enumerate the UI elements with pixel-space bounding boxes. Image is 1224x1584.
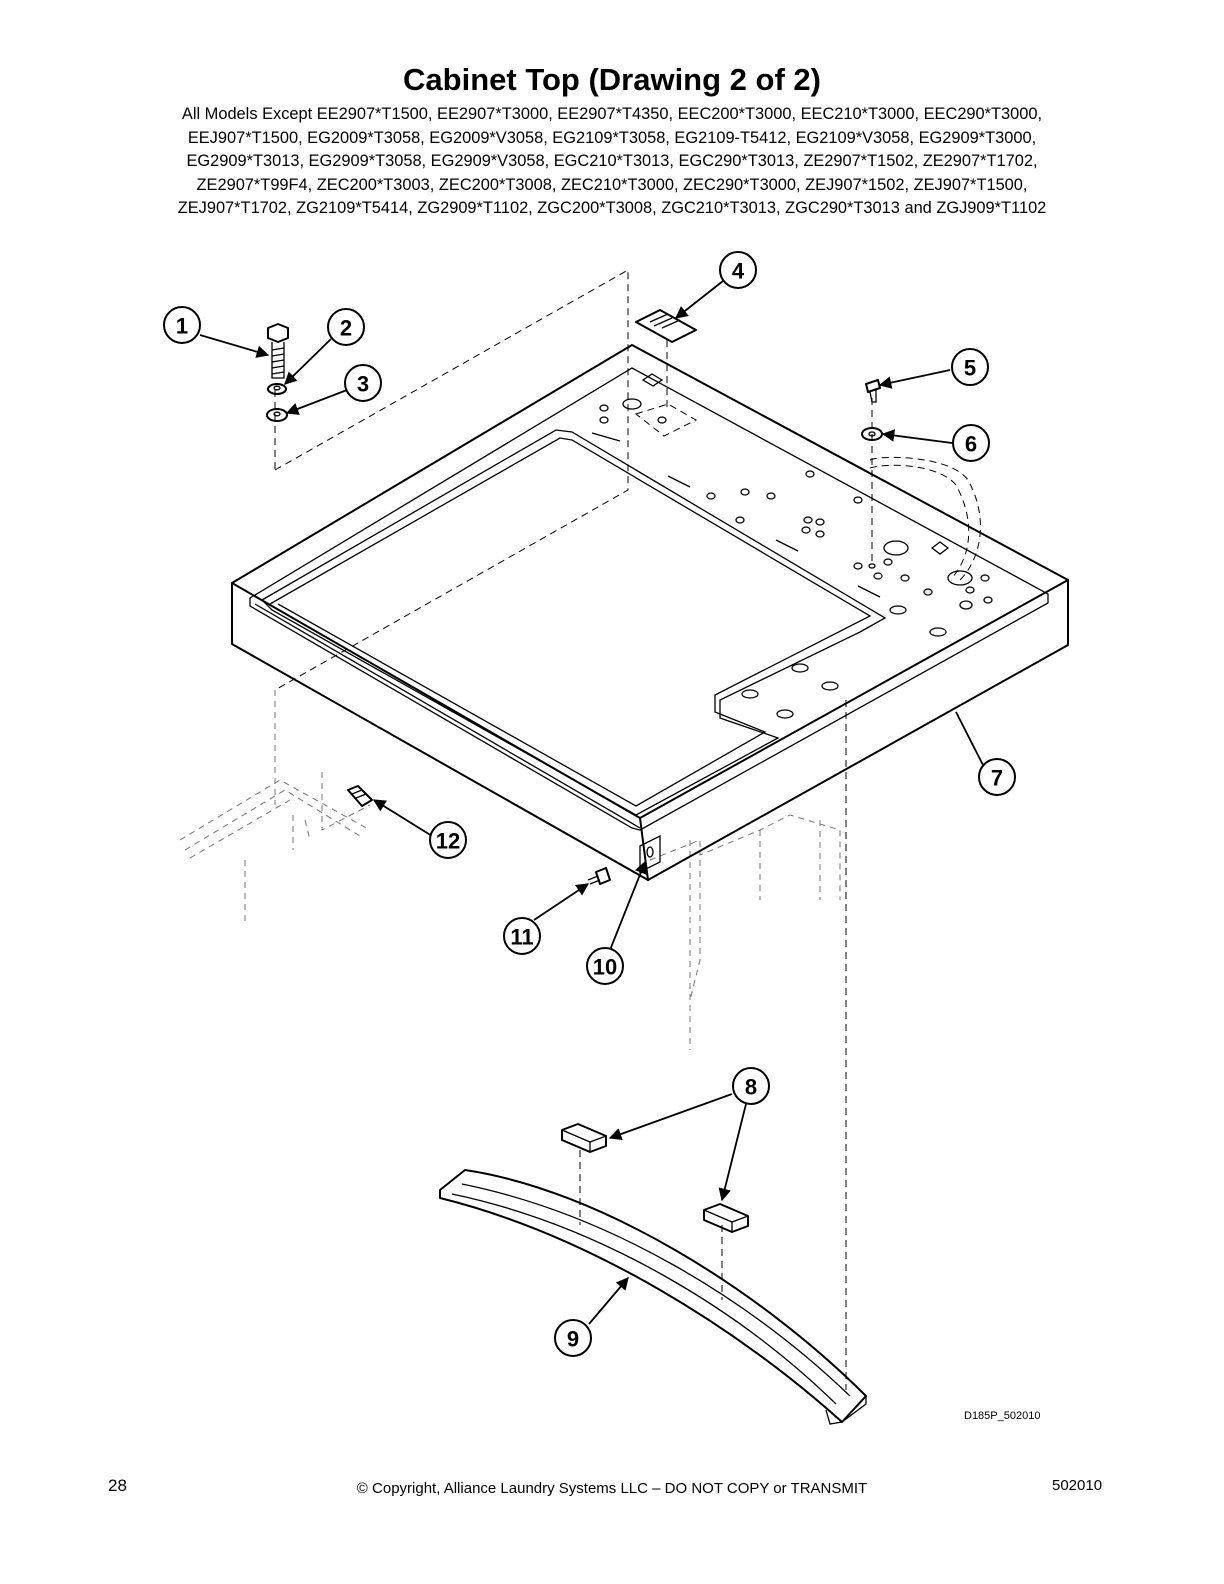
svg-text:8: 8 [745,1075,757,1100]
model-line: ZE2907*T99F4, ZEC200*T3003, ZEC200*T3008… [196,175,1028,194]
panel-holes [599,398,993,719]
callout-7: 7 [978,758,1016,796]
svg-text:11: 11 [510,925,533,950]
callout-3: 3 [344,364,382,402]
callout-5: 5 [951,348,989,386]
callout-8: 8 [732,1067,770,1105]
model-exceptions: All Models Except EE2907*T1500, EE2907*T… [110,103,1114,221]
callout-2: 2 [327,308,365,346]
flat-washer-part [266,408,288,422]
callout-6: 6 [952,424,990,462]
page-title: Cabinet Top (Drawing 2 of 2) [403,62,821,97]
model-line: All Models Except EE2907*T1500, EE2907*T… [181,105,1043,123]
callout-12: 12 [429,821,467,859]
svg-text:10: 10 [593,955,617,980]
drawing-id: D185P_502010 [964,1410,1041,1422]
model-line: EG2909*T3013, EG2909*T3058, EG2909*V3058… [186,152,1038,170]
bolt-part [267,323,289,379]
callout-10: 10 [586,947,624,985]
leader-lines [199,280,984,1325]
svg-text:2: 2 [340,316,352,341]
model-line: EEJ907*T1500, EG2009*T3058, EG2009*V3058… [187,128,1037,147]
pad-part [561,1123,607,1153]
pad-part [703,1203,749,1233]
svg-text:1: 1 [176,314,188,339]
document-number: 502010 [1052,1477,1103,1494]
svg-text:7: 7 [991,766,1003,791]
callout-11: 11 [503,917,541,955]
svg-text:6: 6 [965,432,977,457]
callout-9: 9 [554,1319,592,1357]
callout-1: 1 [163,306,201,344]
svg-text:12: 12 [436,829,460,854]
svg-text:3: 3 [357,372,369,397]
side-screw-part [587,867,611,885]
model-line: ZEJ907*T1702, ZG2109*T5414, ZG2909*T1102… [177,199,1047,217]
trim-strip-part [439,1169,867,1425]
cabinet-top-panel [231,344,1069,881]
clip-part [347,785,373,807]
svg-text:4: 4 [732,259,745,284]
svg-text:5: 5 [964,356,976,381]
alignment-lines [274,269,873,1390]
svg-text:9: 9 [567,1327,579,1352]
copyright-notice: © Copyright, Alliance Laundry Systems LL… [356,1480,868,1497]
screw-part [865,379,881,403]
page-number: 28 [108,1476,127,1495]
lock-washer-part [267,383,287,395]
cabinet-frame-ghost [179,690,841,1050]
label-decal-part [635,309,697,343]
callout-4: 4 [719,251,757,289]
